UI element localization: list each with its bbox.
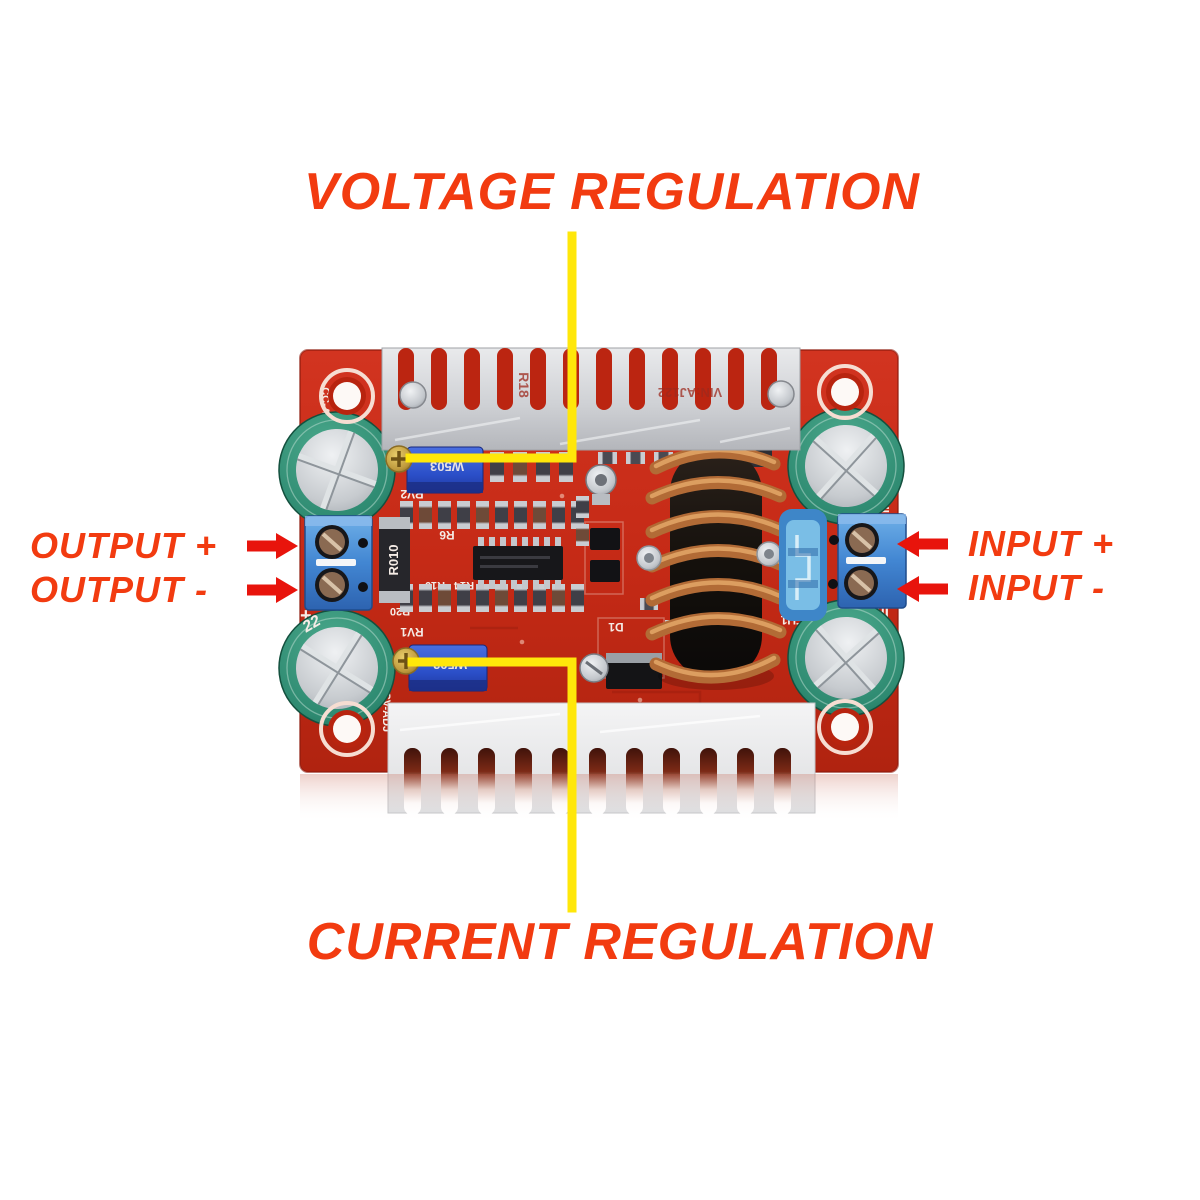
capacitor-bottom-right: [787, 599, 905, 717]
silkscreen-plus: +: [300, 605, 312, 627]
heatsink-screw: [767, 380, 795, 408]
silkscreen-d1: D1: [608, 620, 624, 634]
top-heatsink: R18 VIN:AJ122: [381, 347, 801, 451]
pointer-lines: [405, 231, 577, 913]
arrow-input-plus: [897, 531, 948, 557]
mosfet-screw: [585, 464, 617, 505]
blade-fuse: [779, 509, 827, 621]
capacitor-bottom-left: 22: [278, 609, 396, 727]
inductor-solder-pads: [636, 541, 782, 571]
heatsink-label-model: VIN:AJ122: [658, 385, 722, 400]
diode-package: [579, 653, 662, 689]
silkscreen-outline: [584, 521, 624, 595]
output-minus-label: OUTPUT -: [30, 569, 208, 610]
capacitor-top-left: [278, 411, 396, 529]
annotation-arrows: [247, 531, 948, 603]
control-ic: [473, 537, 563, 589]
heatsink-screw: [399, 381, 427, 409]
input-terminal-block: [828, 513, 907, 609]
output-terminal-block: [304, 515, 373, 611]
output-plus-label: OUTPUT +: [30, 525, 218, 566]
mounting-holes: [319, 364, 873, 757]
arrow-output-plus: [247, 533, 298, 559]
arrow-input-minus: [897, 576, 948, 602]
transistors: [590, 528, 620, 582]
shunt-resistor: R010: [379, 517, 410, 603]
input-minus-label: INPUT -: [968, 567, 1105, 608]
arrow-output-minus: [247, 577, 298, 603]
heatsink-label-r18: R18: [516, 372, 532, 398]
current-regulation-label: CURRENT REGULATION: [306, 913, 934, 971]
input-plus-label: INPUT +: [968, 523, 1115, 564]
voltage-regulation-label: VOLTAGE REGULATION: [304, 163, 920, 221]
voltage-pointer-line: [405, 231, 577, 463]
svg-text:R010: R010: [386, 544, 401, 575]
toroidal-inductor: [636, 445, 787, 690]
capacitor-top-right: [787, 407, 905, 525]
silkscreen-rv1: RV1: [400, 625, 423, 639]
electrolytic-capacitors: 22: [278, 407, 905, 727]
current-pointer-line: [407, 657, 577, 913]
silkscreen-r6: R6: [439, 528, 455, 542]
board-reflection: [300, 774, 898, 822]
trimmer-code: W503: [430, 459, 464, 474]
